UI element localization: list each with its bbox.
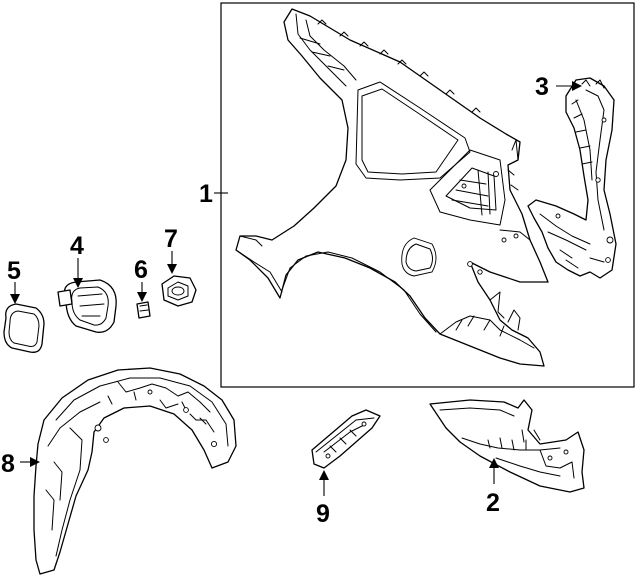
part-9-bracket[interactable] — [311, 409, 381, 469]
callout-2: 2 — [486, 489, 500, 517]
callout-6: 6 — [134, 256, 148, 284]
callout-4: 4 — [70, 232, 84, 260]
callout-3: 3 — [535, 73, 549, 101]
callout-9: 9 — [316, 500, 330, 528]
part-5-fuel-door[interactable] — [3, 303, 45, 353]
arrow-8 — [30, 457, 40, 467]
callout-8: 8 — [1, 450, 15, 478]
part-8-wheel-liner[interactable] — [33, 367, 237, 575]
callout-7: 7 — [164, 225, 178, 253]
assembly-frame — [220, 2, 635, 388]
part-1-quarter-panel[interactable] — [235, 8, 549, 367]
arrow-4 — [73, 278, 83, 288]
part-3-pillar-bracket[interactable] — [527, 77, 617, 279]
part-6-clip[interactable] — [136, 301, 151, 319]
arrow-3 — [572, 81, 582, 91]
part-7-grommet[interactable] — [161, 275, 197, 307]
part-2-lower-extension[interactable] — [429, 399, 585, 493]
part-4-fuel-housing[interactable] — [57, 279, 117, 333]
leader-lines — [10, 81, 582, 496]
arrow-6 — [137, 292, 147, 302]
callout-5: 5 — [7, 257, 21, 285]
callout-1: 1 — [199, 180, 213, 208]
callout-labels: 1 2 3 4 5 6 7 8 9 — [1, 73, 549, 528]
arrow-2 — [489, 458, 499, 468]
arrow-5 — [10, 294, 20, 304]
arrow-9 — [319, 470, 329, 480]
arrow-7 — [167, 264, 177, 274]
